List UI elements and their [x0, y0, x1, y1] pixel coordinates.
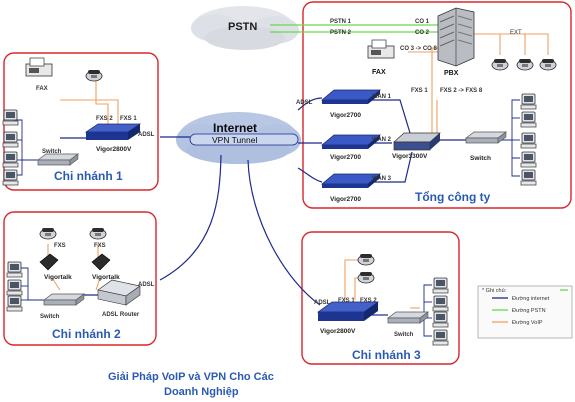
legend-voip-label: Đường VoIP	[512, 320, 543, 326]
hq-fxs2-8-label: FXS 2 -> FXS 8	[440, 88, 483, 94]
pstn-lines	[270, 24, 568, 291]
branch2-pcs	[6, 261, 23, 312]
legend-lines	[492, 297, 508, 323]
branch2-phone-a-icon	[39, 227, 57, 240]
branch1-fxs1-label: FXS 1	[120, 116, 137, 122]
branch3-router	[316, 301, 380, 321]
branch1-name: Chi nhánh 1	[54, 169, 123, 183]
branch2-adsl-router	[97, 279, 141, 306]
co3-label: CO 3 -> CO 8	[400, 46, 438, 52]
hq-pcs	[520, 93, 537, 186]
branch2-vigortalk-b-label: Vigortalk	[92, 274, 120, 281]
pstn2-label: PSTN 2	[330, 30, 352, 36]
hq-adsl-label: ADSL	[296, 100, 313, 106]
hq-main-router	[393, 132, 441, 151]
branch2-fxs-b-label: FXS	[94, 243, 106, 249]
branch3-adsl-label: ADSL	[314, 300, 331, 306]
branch1-phone-icon	[85, 69, 103, 82]
branch3-fxs2-label: FXS 2	[360, 298, 377, 304]
hq-main-router-label: Vigor3300V	[392, 153, 428, 160]
pbx-label: PBX	[444, 70, 459, 77]
branch3-phones	[357, 253, 375, 284]
pstn1-label: PSTN 1	[330, 19, 352, 25]
voip-lines	[47, 33, 549, 309]
co1-label: CO 1	[415, 19, 430, 25]
hq-switch	[465, 131, 507, 144]
branch3-switch	[387, 311, 429, 324]
pstn-cloud	[191, 6, 299, 50]
wan3-label: WAN 3	[372, 176, 392, 182]
branch3-fxs1-label: FXS 1	[338, 298, 355, 304]
branch2-name: Chi nhánh 2	[52, 327, 121, 341]
vpn-tunnel-label: VPN Tunnel	[212, 135, 257, 145]
branch2-phone-b-icon	[89, 227, 107, 240]
branch3-name: Chi nhánh 3	[352, 348, 421, 362]
hq-router1-label: Vigor2700	[330, 112, 361, 119]
branch1-fxs2-label: FXS 2	[96, 116, 113, 122]
hq-router3-label: Vigor2700	[330, 196, 361, 203]
hq-name: Tổng công ty	[415, 190, 491, 204]
branch3-switch-label: Switch	[394, 332, 414, 338]
wan1-label: WAN 1	[372, 94, 392, 100]
hq-fxs1-label: FXS 1	[411, 88, 428, 94]
hq-fax-icon	[367, 39, 395, 59]
ext-phones	[491, 58, 557, 71]
pstn-cloud-label: PSTN	[228, 21, 257, 33]
region-frames	[3, 1, 573, 365]
branch2-fxs-a-label: FXS	[54, 243, 66, 249]
branch2-adsl-label: ADSL	[138, 282, 155, 288]
legend-internet-label: Đường internet	[512, 296, 550, 302]
internet-cloud-label: Internet	[213, 121, 257, 135]
branch2-router-label: ADSL Router	[102, 312, 140, 318]
vpn-tunnel	[189, 133, 299, 146]
branch2-vigortalk-a	[39, 253, 59, 271]
branch1-router	[84, 123, 142, 140]
pbx-device	[437, 7, 475, 67]
diagram-title-line1: Giải Pháp VoIP và VPN Cho Các	[108, 371, 274, 383]
branch2-vigortalk-b	[91, 253, 111, 271]
branch2-switch	[43, 293, 85, 306]
branch1-switch-label: Switch	[42, 149, 62, 155]
branch1-fax-icon	[25, 57, 53, 77]
legend-heading: * Ghi chú:	[482, 288, 507, 294]
branch1-adsl-label: ADSL	[138, 132, 155, 138]
branch2-vigortalk-a-label: Vigortalk	[44, 274, 72, 281]
branch1-switch	[37, 153, 79, 166]
branch1-pcs	[2, 109, 19, 186]
branch2-switch-label: Switch	[40, 314, 60, 320]
ext-label: EXT	[510, 30, 522, 36]
branch3-router-label: Vigor2800V	[320, 328, 356, 335]
hq-router2-label: Vigor2700	[330, 154, 361, 161]
hq-switch-label: Switch	[470, 155, 491, 162]
diagram-title-line2: Doanh Nghiệp	[164, 386, 239, 398]
legend-pstn-label: Đường PSTN	[512, 308, 546, 314]
wan2-label: WAN 2	[372, 137, 392, 143]
co2-label: CO 2	[415, 30, 430, 36]
branch3-pcs	[432, 277, 449, 346]
branch1-router-label: Vigor2800V	[96, 146, 132, 153]
branch1-fax-label: FAX	[36, 86, 48, 92]
hq-fax-label: FAX	[372, 69, 386, 76]
